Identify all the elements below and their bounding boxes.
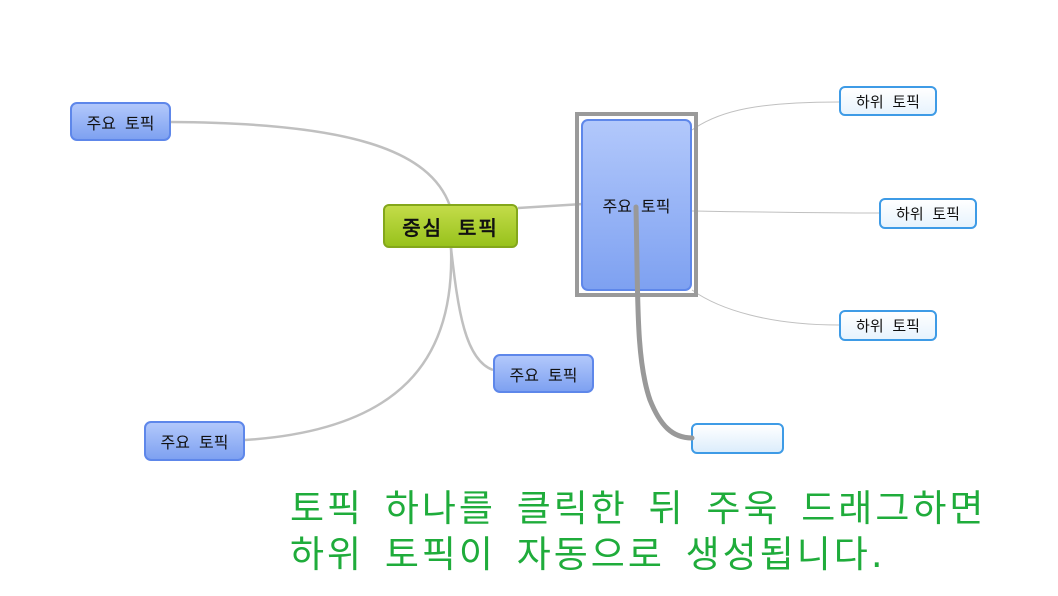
main-topic[interactable]: 주요 토픽: [144, 421, 245, 461]
sub-topic[interactable]: 하위 토픽: [839, 310, 937, 341]
caption-line-1: 토픽 하나를 클릭한 뒤 주욱 드래그하면: [290, 487, 987, 530]
main-topic-selected[interactable]: 주요 토픽: [581, 119, 692, 291]
main-topic[interactable]: 주요 토픽: [70, 102, 171, 141]
connector-selected-sub-2: [691, 210, 880, 214]
central-topic[interactable]: 중심 토픽: [383, 204, 518, 248]
sub-topic[interactable]: 하위 토픽: [879, 198, 977, 229]
connector-central-main-1: [170, 120, 452, 207]
sub-topic[interactable]: 하위 토픽: [839, 86, 937, 116]
caption-line-2: 하위 토픽이 자동으로 생성됩니다.: [290, 533, 886, 576]
instruction-caption: 토픽 하나를 클릭한 뒤 주욱 드래그하면 하위 토픽이 자동으로 생성됩니다.: [290, 486, 1010, 578]
connector-central-main-2: [449, 247, 494, 372]
connector-central-selected: [517, 202, 584, 210]
main-topic[interactable]: 주요 토픽: [493, 354, 594, 393]
connector-central-main-3: [244, 247, 453, 442]
new-sub-topic-drag-preview[interactable]: [691, 423, 784, 454]
connector-selected-sub-1: [691, 101, 840, 131]
connector-selected-sub-3: [691, 289, 840, 326]
